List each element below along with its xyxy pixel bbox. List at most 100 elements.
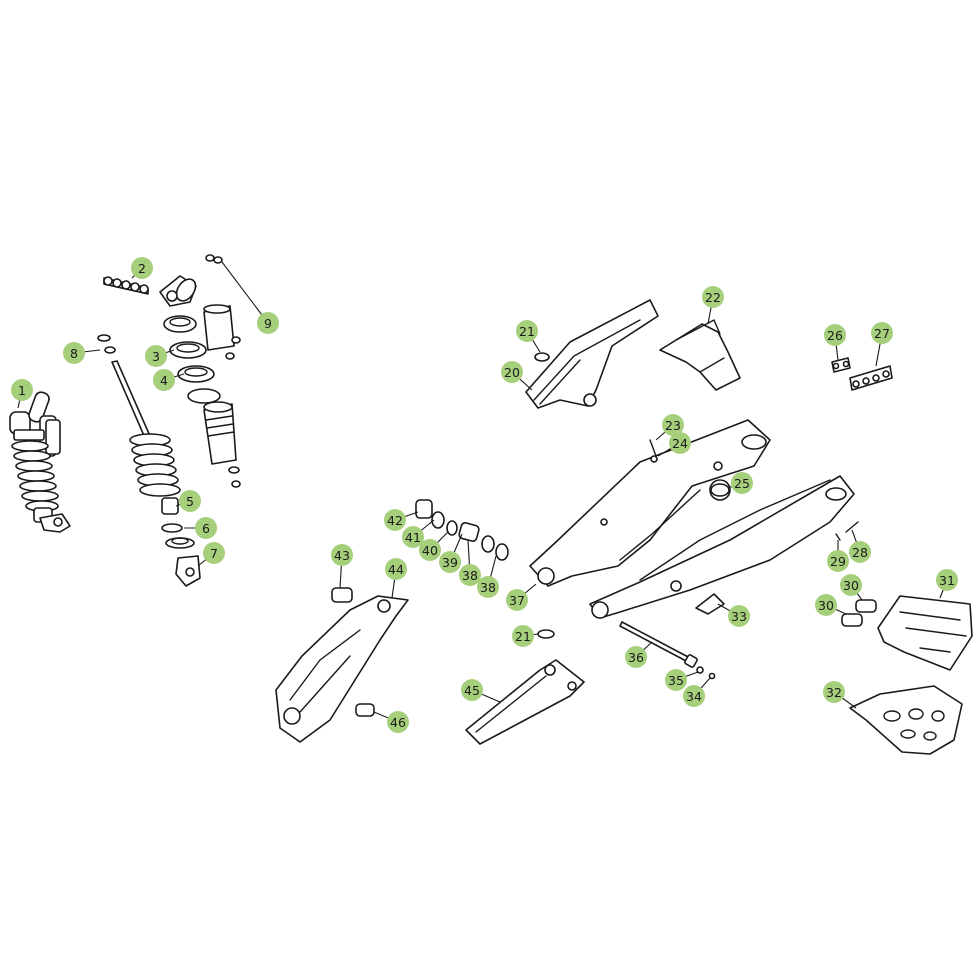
callout-circle [402, 526, 424, 548]
axle-drawing [619, 621, 716, 680]
spring-drawing [129, 433, 181, 497]
callout-29: 29 [827, 550, 849, 572]
callout-circle [840, 574, 862, 596]
leader-line-9 [221, 261, 269, 324]
callout-7: 7 [203, 542, 225, 564]
callout-circle [145, 345, 167, 367]
callout-circle [871, 322, 893, 344]
callout-circle [669, 432, 691, 454]
chain-slider-upper-drawing [525, 299, 659, 409]
callout-circle [849, 541, 871, 563]
callout-number: 8 [70, 346, 78, 361]
callout-circle [385, 558, 407, 580]
callout-number: 33 [731, 609, 747, 624]
callout-circle [387, 711, 409, 733]
callout-number: 40 [422, 543, 438, 558]
callout-27: 27 [871, 322, 893, 344]
callout-40: 40 [419, 539, 441, 561]
callout-circle [683, 685, 705, 707]
chain-slider-lower-drawing [465, 659, 585, 745]
callout-number: 21 [519, 324, 535, 339]
callout-number: 42 [387, 513, 403, 528]
callout-number: 46 [390, 715, 406, 730]
guide-bushings-drawing [841, 599, 877, 627]
chain-guard-cover-drawing [659, 319, 741, 391]
cap-25-drawing [710, 483, 730, 497]
callout-number: 30 [818, 598, 834, 613]
callout-22: 22 [702, 286, 724, 308]
callout-3: 3 [145, 345, 167, 367]
callout-circle [477, 576, 499, 598]
callout-24: 24 [669, 432, 691, 454]
callout-number: 36 [628, 650, 644, 665]
callout-circle [512, 625, 534, 647]
dust-rings-drawing [97, 334, 116, 354]
callout-number: 21 [515, 629, 531, 644]
callout-2: 2 [131, 257, 153, 279]
callout-circle [131, 257, 153, 279]
callout-circle [461, 679, 483, 701]
shaft-drawing [111, 360, 151, 439]
callout-31: 31 [936, 569, 958, 591]
callout-37: 37 [506, 589, 528, 611]
callout-26: 26 [824, 324, 846, 346]
callout-number: 35 [668, 673, 684, 688]
callout-43: 43 [331, 544, 353, 566]
callout-number: 30 [843, 578, 859, 593]
screws-28-29-drawing [835, 521, 859, 541]
callout-number: 45 [464, 683, 480, 698]
callout-number: 5 [186, 494, 194, 509]
bushing-46-drawing [355, 703, 375, 717]
callout-number: 44 [388, 562, 404, 577]
callout-number: 4 [160, 373, 168, 388]
callout-circle [203, 542, 225, 564]
callout-number: 7 [210, 546, 218, 561]
callout-25: 25 [731, 472, 753, 494]
callout-30: 30 [840, 574, 862, 596]
reservoir-head-drawing [159, 275, 197, 307]
callout-number: 41 [405, 530, 421, 545]
pivot-bearings-drawing [415, 499, 509, 561]
callout-circle [439, 551, 461, 573]
callout-number: 38 [480, 580, 496, 595]
callout-circle [63, 342, 85, 364]
callout-9: 9 [257, 312, 279, 334]
callout-4: 4 [153, 369, 175, 391]
callout-circle [153, 369, 175, 391]
callout-8: 8 [63, 342, 85, 364]
callout-number: 31 [939, 573, 955, 588]
callout-23: 23 [662, 414, 684, 436]
bushing-43-drawing [331, 587, 353, 603]
callout-circle [731, 472, 753, 494]
callout-circle [815, 594, 837, 616]
callout-circle [665, 669, 687, 691]
callout-circle [459, 564, 481, 586]
linkage-arm-drawing [275, 595, 409, 743]
callout-number: 37 [509, 593, 525, 608]
bump-stop-drawing [161, 497, 201, 587]
callout-6: 6 [195, 517, 217, 539]
swingarm-drawing [529, 419, 855, 619]
callout-1: 1 [11, 379, 33, 401]
callout-5: 5 [179, 490, 201, 512]
callout-circle [728, 605, 750, 627]
callout-number: 22 [705, 290, 721, 305]
callout-circle [501, 361, 523, 383]
callout-number: 2 [138, 261, 146, 276]
callout-circle [824, 324, 846, 346]
reservoir-bladder-drawing [203, 304, 237, 465]
callout-number: 39 [442, 555, 458, 570]
callout-28: 28 [849, 541, 871, 563]
callout-number: 6 [202, 521, 210, 536]
callout-21: 21 [516, 320, 538, 342]
callout-35: 35 [665, 669, 687, 691]
callout-36: 36 [625, 646, 647, 668]
callout-circle [11, 379, 33, 401]
callout-46: 46 [387, 711, 409, 733]
callout-number: 28 [852, 545, 868, 560]
callout-number: 23 [665, 418, 681, 433]
callout-number: 29 [830, 554, 846, 569]
chain-section-drawing [849, 365, 893, 391]
callout-circle [936, 569, 958, 591]
